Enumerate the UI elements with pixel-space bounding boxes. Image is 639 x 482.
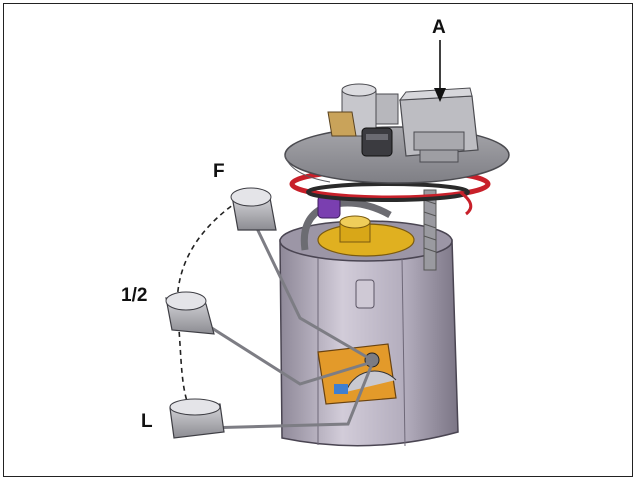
label-low: L xyxy=(141,411,153,432)
guide-rod xyxy=(423,189,437,271)
callout-arrow-a xyxy=(434,40,446,102)
pump-motor-top xyxy=(317,215,415,257)
label-a: A xyxy=(432,17,446,38)
fuel-outlet-fittings xyxy=(327,83,399,157)
fuel-hose xyxy=(300,195,392,251)
label-half: 1/2 xyxy=(121,285,148,306)
float-low-position xyxy=(169,398,225,439)
float-travel-arc xyxy=(176,195,247,415)
float-arms xyxy=(195,217,374,430)
electrical-connector xyxy=(398,87,479,163)
float-half-position xyxy=(165,291,215,335)
float-full-position xyxy=(230,187,277,231)
label-full: F xyxy=(213,161,225,182)
